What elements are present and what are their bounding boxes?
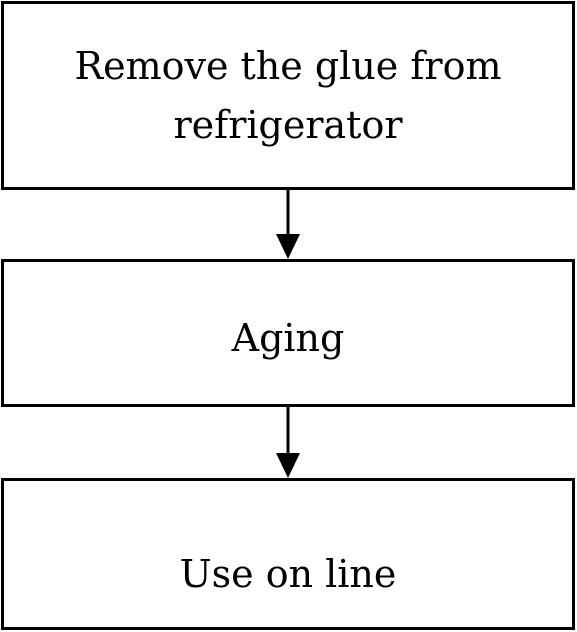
arrow-step1-to-step2 [276,190,300,259]
flow-step-aging: Aging [1,259,575,407]
flow-step-label: Remove the glue from refrigerator [74,43,502,147]
flow-step-label: Aging [231,315,345,360]
arrow-step2-to-step3 [276,407,300,478]
flow-step-label: Use on line [179,551,397,596]
flow-step-use-on-line: Use on line [1,478,575,630]
flow-step-remove-glue: Remove the glue from refrigerator [1,1,575,190]
